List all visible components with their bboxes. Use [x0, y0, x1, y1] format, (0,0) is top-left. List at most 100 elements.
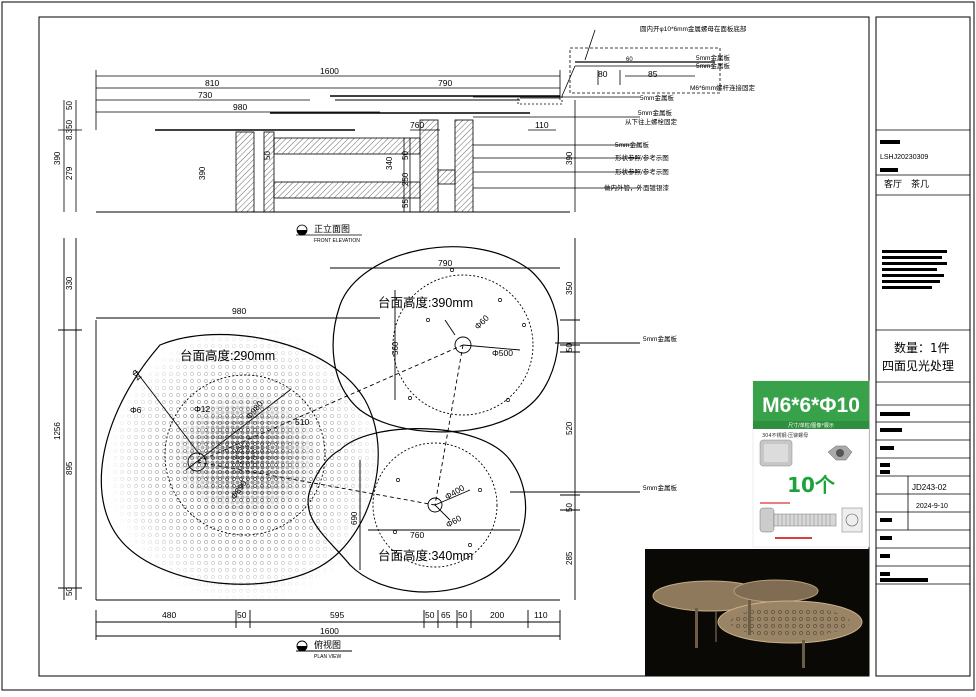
- dim-510: 510: [295, 417, 309, 427]
- dim-right-390: 390: [565, 151, 574, 165]
- product-photo: [645, 549, 869, 676]
- front-elevation-text: 1600 810 790 730 980 760 110 80 85 60: [198, 57, 658, 130]
- plan-dim-50-a: 50: [237, 610, 247, 620]
- elevation-symbol-icon: [297, 230, 307, 235]
- plan-dim-65: 65: [441, 610, 451, 620]
- plan-dim-285: 285: [565, 551, 574, 565]
- plan-view-dims: 790 980 480 50 595 50 65 50 200 110 1600…: [162, 258, 548, 636]
- dim-left-8350: 8.350: [65, 119, 74, 140]
- front-elevation-vertical-dims: 50 8.350 279 390 390 340 50 55 250 50 39…: [53, 101, 574, 208]
- plan-dim-1600: 1600: [320, 626, 339, 636]
- dim-340: 340: [385, 156, 394, 170]
- hole-markers: [393, 268, 526, 547]
- diameter-60-top: Φ60: [472, 313, 491, 332]
- height-label-340: 台面高度:340mm: [378, 548, 473, 563]
- leader-7: 5mm金属板: [615, 140, 649, 149]
- leader-2: 5mm金属板: [696, 61, 730, 70]
- product-subtitle: 尺寸/单粒/图像*展示: [788, 422, 834, 429]
- height-label-390: 台面高度:390mm: [378, 295, 473, 310]
- dim-790: 790: [438, 78, 452, 88]
- leader-1: 5mm金属板: [696, 53, 730, 62]
- leader-4: 5mm金属板: [640, 93, 674, 102]
- plan-leader-1: 5mm金属板: [643, 334, 677, 343]
- plan-view-title: 俯视图: [314, 639, 341, 651]
- leader-9: 形状参照/参考示图: [615, 167, 669, 176]
- drawing-area-border: [38, 16, 870, 677]
- bolt-image: [759, 507, 775, 533]
- plan-view-title-en: PLAN VIEW: [314, 654, 342, 660]
- dim-760: 760: [410, 120, 424, 130]
- plan-view-leaders: 5mm金属板 5mm金属板: [643, 334, 677, 492]
- bolt-head-image: [841, 507, 863, 533]
- plan-dim-330: 330: [65, 276, 74, 290]
- plan-dim-50-r1: 50: [565, 343, 574, 352]
- diameter-500: Φ500: [492, 348, 513, 358]
- leader-top-callout: 圆内开φ10*6mm金属螺母在面板底部: [640, 24, 747, 33]
- plan-dim-520: 520: [565, 421, 574, 435]
- dim-left-390: 390: [53, 151, 62, 165]
- dim-110: 110: [535, 120, 549, 130]
- dim-1600-top: 1600: [320, 66, 339, 76]
- diameter-12: Φ12: [194, 404, 211, 414]
- dim-50-b: 50: [263, 151, 272, 160]
- plan-view-vertical-dims: 330 1256 895 50 350 50 520 50 285 560 69…: [53, 276, 574, 596]
- diameter-400: Φ400: [443, 482, 466, 501]
- plan-dim-1256: 1256: [53, 422, 62, 440]
- height-label-290: 台面高度:290mm: [180, 348, 275, 363]
- plan-dim-760: 760: [410, 530, 424, 540]
- front-elevation-leaders: 圆内开φ10*6mm金属螺母在面板底部 5mm金属板 5mm金属板 M6*6mm…: [604, 24, 756, 192]
- front-elevation-title: 正立面图: [314, 223, 350, 235]
- dim-85: 85: [648, 69, 658, 79]
- plan-dim-50-b: 50: [425, 610, 435, 620]
- leader-6: 从下往上螺栓固定: [625, 117, 678, 126]
- title-quantity: 数量：1件: [894, 340, 950, 355]
- title-code: LSHJ20230309: [880, 154, 928, 161]
- title-date: 2024-9-10: [916, 503, 948, 510]
- product-card: M6*6*Φ10 尺寸/单粒/图像*展示 304不锈钢·压铆螺母 10个: [752, 380, 870, 548]
- dim-810: 810: [205, 78, 219, 88]
- diameter-6: Φ6: [130, 405, 142, 415]
- dim-60: 60: [626, 57, 633, 63]
- plan-dim-980: 980: [232, 306, 246, 316]
- dim-left-50: 50: [65, 101, 74, 110]
- dim-55: 55: [401, 199, 410, 208]
- front-elevation-title-en: FRONT ELEVATION: [314, 238, 360, 244]
- product-title: M6*6*Φ10: [762, 394, 860, 417]
- title-block-redacted: [880, 140, 947, 582]
- leader-5: 5mm金属板: [638, 108, 672, 117]
- title-block-lines: [876, 129, 970, 585]
- plan-leader-2: 5mm金属板: [643, 483, 677, 492]
- leader-3: M6*6mm螺杆连接固定: [690, 83, 756, 92]
- plan-dim-595: 595: [330, 610, 344, 620]
- product-count: 10个: [787, 473, 836, 497]
- title-room-item: 客厅 茶几: [884, 178, 929, 190]
- title-finish: 四面见光处理: [882, 359, 954, 373]
- plan-dim-760-v: 560: [391, 341, 400, 355]
- plan-dim-350: 350: [565, 281, 574, 295]
- diameter-60-bottom: Φ60: [444, 513, 463, 530]
- leader-10: 做内外管，外面镀银漆: [604, 183, 670, 192]
- title-block-border: [875, 16, 971, 677]
- dim-80: 80: [598, 69, 608, 79]
- title-drawing-no: JD243-02: [912, 483, 947, 492]
- plan-dim-790: 790: [438, 258, 452, 268]
- plan-dim-690-v: 690: [350, 511, 359, 525]
- plan-dim-50-r2: 50: [565, 503, 574, 512]
- front-elevation: [58, 29, 721, 236]
- plan-dim-480: 480: [162, 610, 176, 620]
- plan-dim-50-c: 50: [458, 610, 468, 620]
- product-note: 304不锈钢·压铆螺母: [762, 432, 808, 439]
- plan-symbol-icon: [297, 646, 307, 651]
- dim-left-279: 279: [65, 166, 74, 180]
- dim-inner-390: 390: [198, 166, 207, 180]
- plan-dim-200: 200: [490, 610, 504, 620]
- plan-dim-110: 110: [534, 610, 548, 620]
- leader-8: 形状参照/参考示图: [615, 153, 669, 162]
- dim-250: 250: [401, 172, 410, 186]
- dim-730: 730: [198, 90, 212, 100]
- plan-view-height-labels: 台面高度:290mm 台面高度:390mm 台面高度:340mm: [180, 295, 473, 563]
- plan-dim-50-left: 50: [65, 587, 74, 596]
